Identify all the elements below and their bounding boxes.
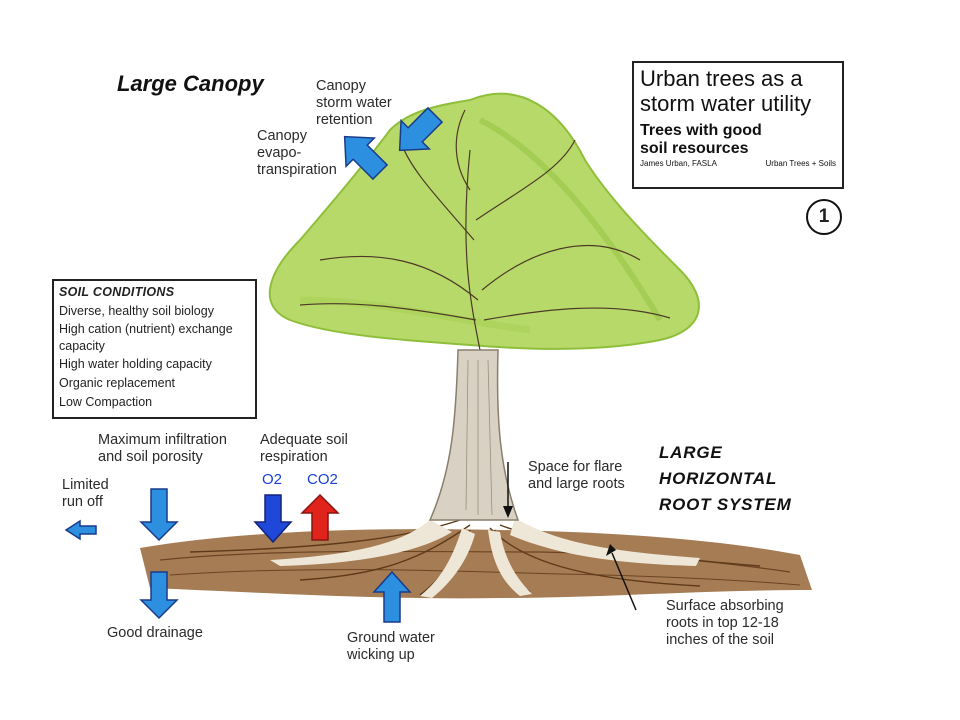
canopy-retention-label: Canopy storm water retention bbox=[316, 78, 392, 128]
org-credit: Urban Trees + Soils bbox=[765, 159, 836, 168]
title-credits: James Urban, FASLA Urban Trees + Soils bbox=[640, 159, 836, 168]
arrow-o2 bbox=[253, 494, 293, 544]
arrow-infiltration bbox=[139, 488, 179, 542]
drainage-label: Good drainage bbox=[107, 625, 203, 641]
soil-layer bbox=[140, 529, 812, 599]
soil-item: Low Compaction bbox=[59, 395, 153, 409]
o2-label: O2 bbox=[262, 471, 283, 488]
trunk bbox=[428, 349, 520, 521]
slide-number-badge: 1 bbox=[806, 199, 842, 235]
title-box: Urban trees as a storm water utility Tre… bbox=[632, 61, 844, 189]
co2-label: CO2 bbox=[307, 471, 338, 488]
arrow-co2 bbox=[300, 493, 340, 541]
infiltration-label: Maximum infiltration and soil porosity bbox=[98, 432, 227, 465]
title-sub: Trees with good soil resources bbox=[640, 122, 762, 157]
soil-conditions-list: Diverse, healthy soil biology High catio… bbox=[59, 302, 250, 412]
author-credit: James Urban, FASLA bbox=[640, 159, 717, 168]
respiration-label: Adequate soil respiration bbox=[260, 432, 348, 465]
soil-conditions-box: SOIL CONDITIONS Diverse, healthy soil bi… bbox=[52, 279, 257, 419]
soil-item: High water holding capacity bbox=[59, 357, 212, 371]
arrow-drainage bbox=[139, 571, 179, 620]
arrow-canopy-evapo bbox=[343, 135, 389, 181]
soil-conditions-heading: SOIL CONDITIONS bbox=[59, 285, 175, 299]
root-system-title: LARGE HORIZONTAL ROOT SYSTEM bbox=[659, 443, 792, 514]
soil-item: High cation (nutrient) exchange capacity bbox=[59, 322, 233, 353]
groundwater-label: Ground water wicking up bbox=[347, 630, 435, 663]
arrow-canopy-retention bbox=[398, 106, 444, 152]
arrow-groundwater bbox=[372, 570, 412, 623]
soil-item: Diverse, healthy soil biology bbox=[59, 304, 214, 318]
arrow-runoff bbox=[64, 519, 97, 541]
runoff-label: Limited run off bbox=[62, 477, 109, 510]
soil-item: Organic replacement bbox=[59, 376, 176, 390]
large-canopy-label: Large Canopy bbox=[117, 71, 264, 96]
surface-roots-label: Surface absorbing roots in top 12-18 inc… bbox=[666, 598, 784, 648]
title-main: Urban trees as a storm water utility bbox=[640, 66, 812, 116]
flare-label: Space for flare and large roots bbox=[528, 459, 625, 492]
canopy-evapo-label: Canopy evapo- transpiration bbox=[257, 128, 337, 178]
